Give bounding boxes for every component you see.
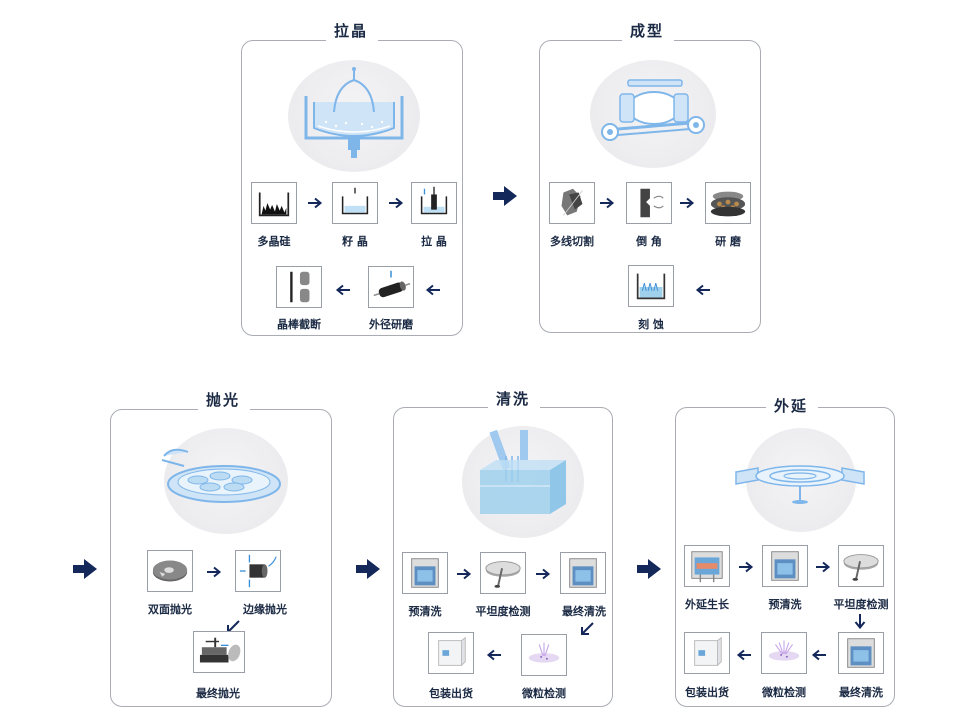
step-label-multi-wire-sawing: 多线切割 <box>550 235 594 248</box>
step-icon-pre-cleaning-epitaxy <box>762 545 808 587</box>
step-label-pre-cleaning: 预清洗 <box>408 605 442 618</box>
section-flow-arrow <box>72 557 98 581</box>
step-icon-seed-crystal <box>332 182 378 224</box>
step-label-crystal-pulling: 拉 晶 <box>421 235 447 248</box>
step-label-final-polishing: 最终抛光 <box>196 687 240 700</box>
flow-arrow-left <box>694 283 712 297</box>
step-icon-packaging-epitaxy <box>684 632 730 674</box>
step-icon-flatness-inspection-epitaxy <box>838 545 884 587</box>
step-label-final-cleaning-cleaning: 最终清洗 <box>562 605 606 618</box>
step-label-particle-inspection-cleaning: 微粒检测 <box>522 687 566 700</box>
step-label-flatness-inspection-epitaxy: 平坦度检测 <box>833 598 889 611</box>
step-icon-crystal-pulling <box>411 182 457 224</box>
step-icon-lapping <box>705 182 751 224</box>
step-label-epitaxial-growth: 外延生长 <box>685 598 729 611</box>
flow-arrow-right <box>814 560 832 574</box>
section-flow-arrow <box>636 557 662 581</box>
section-flow-arrow <box>492 184 518 208</box>
step-icon-od-grinding <box>368 266 414 308</box>
step-label-double-side-polishing: 双面抛光 <box>148 603 192 616</box>
step-label-packaging-epitaxy: 包装出货 <box>685 686 729 699</box>
step-label-etching: 刻 蚀 <box>638 318 664 331</box>
step-label-lapping: 研 磨 <box>715 235 741 248</box>
flow-arrow-left <box>334 283 352 297</box>
step-label-pre-cleaning-epitaxy: 预清洗 <box>768 598 802 611</box>
flow-arrow-left <box>810 648 828 662</box>
cleaning-tank-illustration <box>480 429 566 514</box>
flow-arrow-down <box>853 612 867 630</box>
wire-saw-illustration <box>601 79 705 141</box>
polishing-pad-illustration <box>161 448 281 503</box>
crystal-furnace-illustration <box>304 67 404 158</box>
step-icon-epitaxial-growth <box>684 545 730 587</box>
step-icon-edge-chamfering <box>626 182 672 224</box>
flow-arrow-left <box>424 283 442 297</box>
flow-arrow-right <box>678 196 696 210</box>
step-icon-edge-polishing <box>235 550 281 592</box>
step-icon-packaging-cleaning <box>428 632 474 674</box>
step-label-ingot-cropping: 晶棒截断 <box>277 318 321 331</box>
step-icon-multi-wire-sawing <box>549 182 595 224</box>
step-icon-particle-inspection-epitaxy <box>761 632 807 674</box>
flow-arrow-right <box>387 196 405 210</box>
section-title-epitaxy: 外延 <box>774 397 809 415</box>
flow-arrow-right <box>534 567 552 581</box>
flow-arrow-right <box>306 196 324 210</box>
section-title-polishing: 抛光 <box>206 391 241 409</box>
section-title-cleaning: 清洗 <box>496 390 531 408</box>
step-label-particle-inspection-epitaxy: 微粒检测 <box>762 686 806 699</box>
step-icon-particle-inspection-cleaning <box>521 634 567 676</box>
section-title-shaping: 成型 <box>630 22 665 40</box>
step-label-edge-chamfering: 倒 角 <box>636 235 662 248</box>
step-label-od-grinding: 外径研磨 <box>369 318 413 331</box>
step-label-flatness-inspection-cleaning: 平坦度检测 <box>475 605 531 618</box>
step-label-packaging-cleaning: 包装出货 <box>429 687 473 700</box>
flow-arrow-left <box>485 648 503 662</box>
step-label-seed-crystal: 籽 晶 <box>342 235 368 248</box>
step-label-edge-polishing: 边缘抛光 <box>243 603 287 616</box>
section-flow-arrow <box>355 557 381 581</box>
step-label-final-cleaning-epitaxy: 最终清洗 <box>839 686 883 699</box>
step-icon-ingot-cropping <box>276 266 322 308</box>
flow-arrow-right <box>455 567 473 581</box>
flow-arrow-right <box>598 196 616 210</box>
step-icon-final-cleaning-cleaning <box>560 552 606 594</box>
flow-arrow-down-left <box>578 620 596 638</box>
step-icon-etching <box>628 265 674 307</box>
step-icon-pre-cleaning <box>402 552 448 594</box>
flow-arrow-left <box>735 648 753 662</box>
step-icon-final-polishing <box>193 631 245 673</box>
step-icon-double-side-polishing <box>147 550 193 592</box>
step-label-polysilicon: 多晶硅 <box>257 235 291 248</box>
step-icon-flatness-inspection-cleaning <box>480 552 526 594</box>
step-icon-polysilicon <box>251 182 297 224</box>
epitaxy-reactor-illustration <box>735 465 865 504</box>
step-icon-final-cleaning-epitaxy <box>838 632 884 674</box>
flow-arrow-right <box>737 560 755 574</box>
flow-arrow-right <box>205 565 223 579</box>
section-title-crystal-pulling: 拉晶 <box>334 22 369 40</box>
